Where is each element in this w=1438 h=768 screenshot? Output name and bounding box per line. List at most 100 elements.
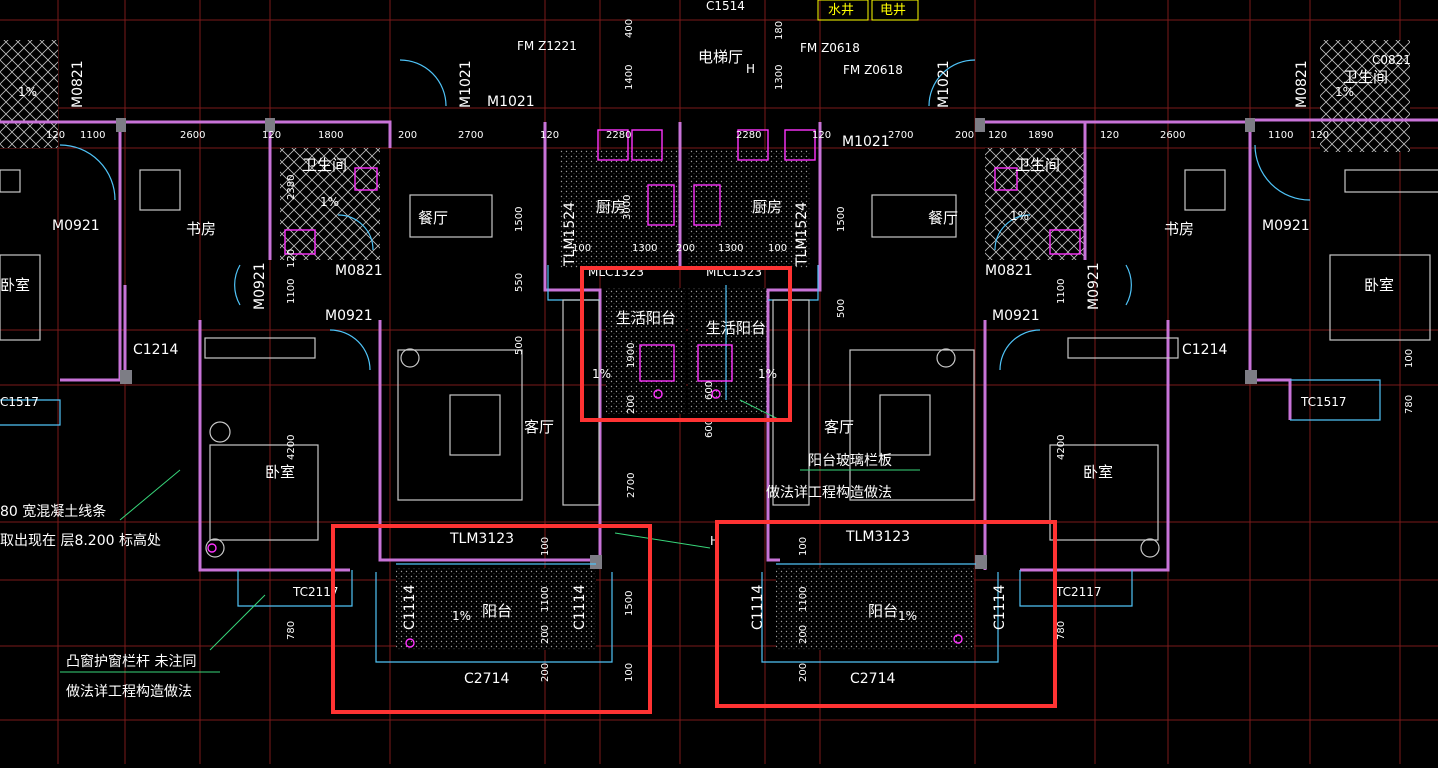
room-label-bedroom-right: 卧室 (1083, 463, 1113, 481)
dim-label: 180 (774, 21, 785, 40)
furniture (0, 169, 1438, 558)
slope-label: 1% (1010, 209, 1029, 223)
floor-hatching (0, 40, 1410, 650)
annotation-glass-line2: 做法详工程构造做法 (766, 485, 892, 501)
code-c2714: C2714 (850, 671, 895, 687)
dim-label: 1300 (632, 243, 657, 254)
code-m0921-v: M0921 (1086, 262, 1102, 310)
room-label-bedroom-left: 卧室 (265, 463, 295, 481)
code-c0821: C0821 (1372, 53, 1411, 67)
room-label-elevator-hall: 电梯厅 (698, 48, 743, 66)
dim-label: 2280 (606, 130, 631, 141)
annotation-strip-line1: 80 宽混凝土线条 (0, 503, 106, 520)
dim-label: 550 (514, 273, 525, 292)
dim-label: 1500 (514, 207, 525, 232)
room-labels: 厨房 厨房 餐厅 餐厅 书房 书房 卫生间 卫生间 卫生间 卧室 卧室 卧室 卧… (0, 3, 1394, 620)
dim-label: 1900 (626, 343, 637, 368)
dim-label: 200 (798, 663, 809, 682)
dim-label: 1100 (80, 130, 105, 141)
walls (0, 118, 1438, 572)
dim-label: 200 (398, 130, 417, 141)
room-label-service-balcony-right: 生活阳台 (706, 319, 766, 337)
highlight-balcony-right[interactable] (715, 520, 1057, 708)
slope-label: 1% (592, 367, 611, 381)
dim-label: 200 (540, 663, 551, 682)
annotation-bay-line1: 凸窗护窗栏杆 未注同 (66, 653, 196, 670)
dim-label: 2380 (286, 175, 297, 200)
annotation-bay-line2: 做法详工程构造做法 (66, 684, 192, 700)
dim-label: 120 (46, 130, 65, 141)
dim-label: 100 (798, 537, 809, 556)
code-m0921: M0921 (992, 308, 1040, 324)
room-label-kitchen-left: 厨房 (596, 198, 626, 216)
slope-label: 1% (18, 85, 37, 99)
highlight-service-balconies[interactable] (580, 266, 792, 422)
dim-label: 400 (624, 19, 635, 38)
slope-label: 1% (320, 195, 339, 209)
dim-label: 120 (262, 130, 281, 141)
dim-label: 100 (768, 243, 787, 254)
annotation-glass-line1: 阳台玻璃栏板 (808, 452, 892, 469)
code-h: H (710, 534, 719, 548)
dim-label: 100 (572, 243, 591, 254)
room-label-bath-topright: 卫生间 (1343, 68, 1388, 86)
dim-label: 1500 (836, 207, 847, 232)
code-m0821: M0821 (335, 263, 383, 279)
room-label-dining-right: 餐厅 (928, 209, 958, 227)
code-m0921: M0921 (52, 218, 100, 234)
code-tc2117: TC2117 (292, 585, 339, 599)
code-tc1517: TC1517 (1300, 395, 1347, 409)
room-label-kitchen-right: 厨房 (752, 198, 782, 216)
code-c1214: C1214 (1182, 342, 1227, 358)
slope-label: 1% (452, 609, 471, 623)
dim-label: 1100 (798, 587, 809, 612)
room-label-living-left: 客厅 (524, 418, 554, 436)
room-label-bath-left: 卫生间 (302, 156, 347, 174)
code-tlm3123: TLM3123 (449, 531, 514, 547)
dim-label: 780 (1056, 621, 1067, 640)
dim-label: 1400 (624, 65, 635, 90)
dim-label: 200 (676, 243, 695, 254)
code-tlm1524: TLM1524 (794, 202, 810, 267)
dim-label: 600 (704, 381, 715, 400)
dim-label: 1100 (286, 279, 297, 304)
highlight-balcony-left[interactable] (331, 524, 652, 714)
code-c1517: C1517 (0, 395, 39, 409)
code-m0821-v: M0821 (1294, 60, 1310, 108)
room-label-living-right: 客厅 (824, 418, 854, 436)
code-c2714: C2714 (464, 671, 509, 687)
code-m1021-v: M1021 (936, 60, 952, 108)
openings (0, 59, 1381, 663)
room-label-water-shaft: 水井 (828, 3, 854, 18)
dim-label: 2700 (626, 473, 637, 498)
dim-label: 3000 (622, 195, 633, 220)
room-label-balcony-right: 阳台 (868, 602, 898, 620)
highlight-boxes (331, 266, 1057, 714)
code-tlm3123: TLM3123 (845, 529, 910, 545)
code-m0821-v: M0821 (70, 60, 86, 108)
code-fmz1221: FM Z1221 (517, 39, 577, 53)
dim-label: 780 (1404, 395, 1415, 414)
dim-label: 1800 (318, 130, 343, 141)
dim-label: 1890 (1028, 130, 1053, 141)
dim-label: 200 (798, 625, 809, 644)
code-m0921-v: M0921 (252, 262, 268, 310)
dim-label: 1100 (540, 587, 551, 612)
dim-label: 500 (514, 336, 525, 355)
room-label-balcony-left: 阳台 (482, 602, 512, 620)
dim-label: 100 (1404, 349, 1415, 368)
room-label-electric-shaft: 电井 (880, 3, 906, 18)
code-c1114-v: C1114 (992, 585, 1008, 630)
fixtures (207, 129, 1081, 648)
dim-label: 120 (812, 130, 831, 141)
code-c2117: TC2117 (1055, 585, 1102, 599)
dim-label: 2600 (1160, 130, 1185, 141)
dim-label: 600 (704, 419, 715, 438)
dim-label: 120 (1100, 130, 1119, 141)
dim-label: 200 (626, 395, 637, 414)
annotations: 80 宽混凝土线条 取出现在 层8.200 标高处 凸窗护窗栏杆 未注同 做法详… (0, 452, 920, 700)
slope-label: 1% (1335, 85, 1354, 99)
dim-label: 2280 (736, 130, 761, 141)
